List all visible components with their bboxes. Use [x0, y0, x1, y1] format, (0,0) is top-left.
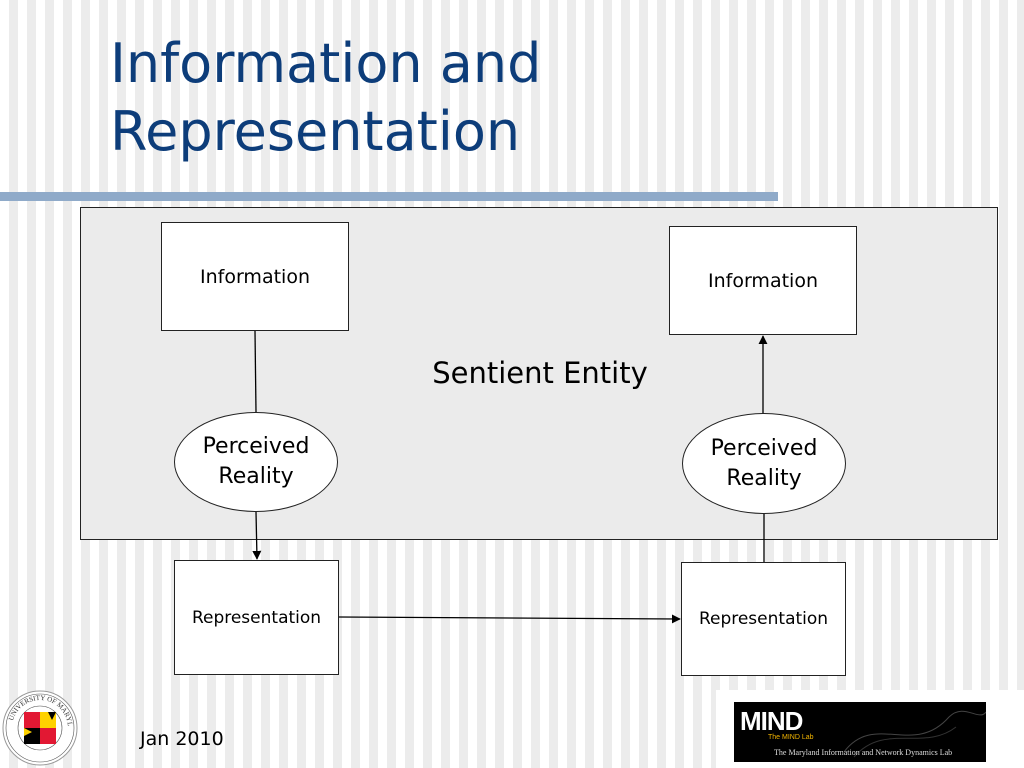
left-perceived-line-1: Perceived	[202, 434, 310, 459]
slide-title: Information and Representation	[110, 30, 750, 166]
right-information-box: Information	[669, 226, 857, 335]
right-information-label: Information	[708, 269, 818, 292]
title-line-2: Representation	[110, 100, 521, 163]
university-seal-logo: UNIVERSITY OF MARYLAND	[2, 690, 78, 766]
mind-logo-sub: The MIND Lab	[768, 734, 814, 741]
title-divider	[0, 192, 778, 201]
left-perceived-to-representation-arrow	[252, 511, 262, 560]
left-info-to-perceived-line	[254, 330, 257, 413]
sentient-entity-label: Sentient Entity	[432, 356, 648, 390]
mind-logo-swirl	[843, 710, 986, 758]
left-perceived-line-2: Reality	[218, 464, 294, 489]
left-representation-box: Representation	[174, 560, 339, 675]
left-information-label: Information	[200, 265, 310, 288]
right-perceived-line-2: Reality	[726, 465, 802, 491]
title-line-1: Information and	[110, 32, 542, 95]
left-representation-label: Representation	[191, 607, 322, 628]
right-representation-box: Representation	[681, 562, 846, 676]
mind-logo-text: MIND	[740, 706, 803, 736]
left-information-box: Information	[161, 222, 349, 331]
mind-logo-tagline: The Maryland Information and Network Dyn…	[774, 748, 953, 757]
right-perceived-line-1: Perceived	[710, 435, 818, 461]
mind-logo-background: MIND The MIND Lab The Maryland Informati…	[734, 702, 986, 762]
mind-lab-logo: MIND The MIND Lab The Maryland Informati…	[716, 690, 1024, 768]
right-perceived-reality-ellipse: Perceived Reality	[682, 413, 846, 514]
representation-to-representation-arrow	[338, 614, 681, 624]
right-representation-label: Representation	[698, 609, 829, 629]
footer-date: Jan 2010	[140, 728, 224, 750]
left-perceived-reality-ellipse: Perceived Reality	[174, 412, 338, 512]
